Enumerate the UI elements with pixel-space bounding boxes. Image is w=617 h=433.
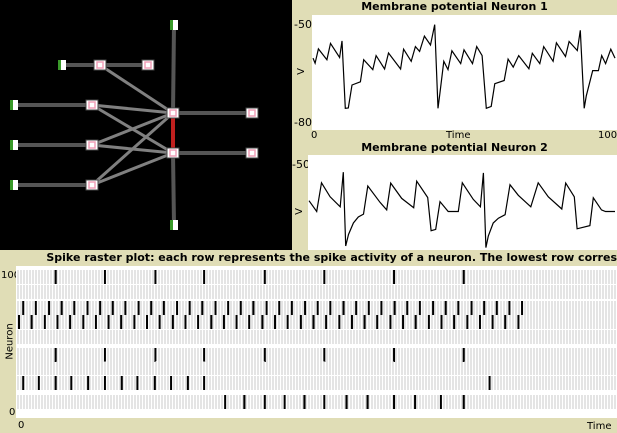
raster-row — [17, 315, 616, 329]
input-node-marker — [170, 20, 173, 30]
spike-raster-chart: Spike raster plot: each row represents t… — [0, 250, 617, 433]
input-node-marker — [10, 100, 13, 110]
neuron-node — [93, 59, 107, 71]
synapse-edge — [171, 24, 176, 114]
x-tick-label: 0 — [18, 420, 25, 431]
x-tick-label: 100 — [598, 130, 617, 141]
plot-area — [312, 15, 617, 130]
input-node — [10, 180, 18, 190]
y-axis-label: V — [295, 68, 307, 75]
input-node — [58, 60, 66, 70]
raster-row — [17, 301, 616, 315]
series-line — [312, 24, 616, 110]
input-node — [10, 140, 18, 150]
neuron-node — [85, 179, 99, 191]
input-node-marker — [170, 220, 173, 230]
synapse-edge — [91, 103, 174, 115]
input-node-marker — [58, 60, 61, 70]
neuron-node-marker — [169, 109, 177, 117]
neuron-node-marker — [88, 181, 96, 189]
y-axis-label: V — [293, 208, 305, 215]
chart-title: Membrane potential Neuron 2 — [361, 141, 548, 154]
neuron-node — [85, 139, 99, 151]
plot-area — [16, 266, 617, 418]
series-line — [308, 172, 615, 248]
neuron-node-marker — [248, 109, 256, 117]
raster-row — [17, 285, 616, 299]
synapse-edge — [91, 151, 174, 187]
neuron-node-marker — [88, 101, 96, 109]
network-view — [0, 0, 292, 250]
membrane-chart-neuron-2: Membrane potential Neuron 2 -50 V — [292, 140, 617, 250]
y-axis-label: Neuron — [4, 323, 16, 360]
raster-row — [17, 376, 616, 390]
chart-title: Membrane potential Neuron 1 — [361, 0, 548, 13]
input-node-marker — [10, 140, 13, 150]
y-tick-label: -50 — [292, 158, 310, 171]
neuron-node — [245, 107, 259, 119]
neuron-node-marker — [96, 61, 104, 69]
synapse-edge — [91, 111, 174, 187]
input-node-marker — [10, 180, 13, 190]
raster-row — [17, 361, 616, 375]
neuron-node — [166, 147, 180, 159]
neuron-node-marker — [248, 149, 256, 157]
network-graph — [10, 20, 259, 230]
synapse-edge — [91, 111, 174, 147]
raster-row — [17, 270, 616, 284]
neuron-node — [85, 99, 99, 111]
x-axis-label: Time — [587, 421, 612, 432]
x-tick-label: 0 — [311, 130, 318, 141]
input-node — [10, 100, 18, 110]
chart-title: Spike raster plot: each row represents t… — [46, 251, 617, 264]
y-tick-label: -80 — [294, 116, 312, 129]
raster-row — [17, 330, 616, 344]
plot-area — [308, 155, 617, 250]
neuron-node-marker — [169, 149, 177, 157]
y-tick-label: 0 — [9, 407, 16, 418]
input-node — [170, 220, 178, 230]
membrane-chart-neuron-1: Membrane potential Neuron 1 -50 -80 V 0 … — [292, 0, 617, 142]
synapse-edge — [171, 152, 176, 226]
x-axis-label: Time — [446, 130, 471, 141]
neuron-node-marker — [88, 141, 96, 149]
y-tick-label: 100 — [1, 270, 21, 281]
raster-row — [17, 395, 616, 409]
neuron-node — [166, 107, 180, 119]
neuron-node — [141, 59, 155, 71]
raster-row — [17, 348, 616, 362]
neuron-node-marker — [144, 61, 152, 69]
input-node — [170, 20, 178, 30]
y-tick-label: -50 — [294, 18, 312, 31]
synapse-edge — [99, 63, 174, 115]
neuron-node — [245, 147, 259, 159]
